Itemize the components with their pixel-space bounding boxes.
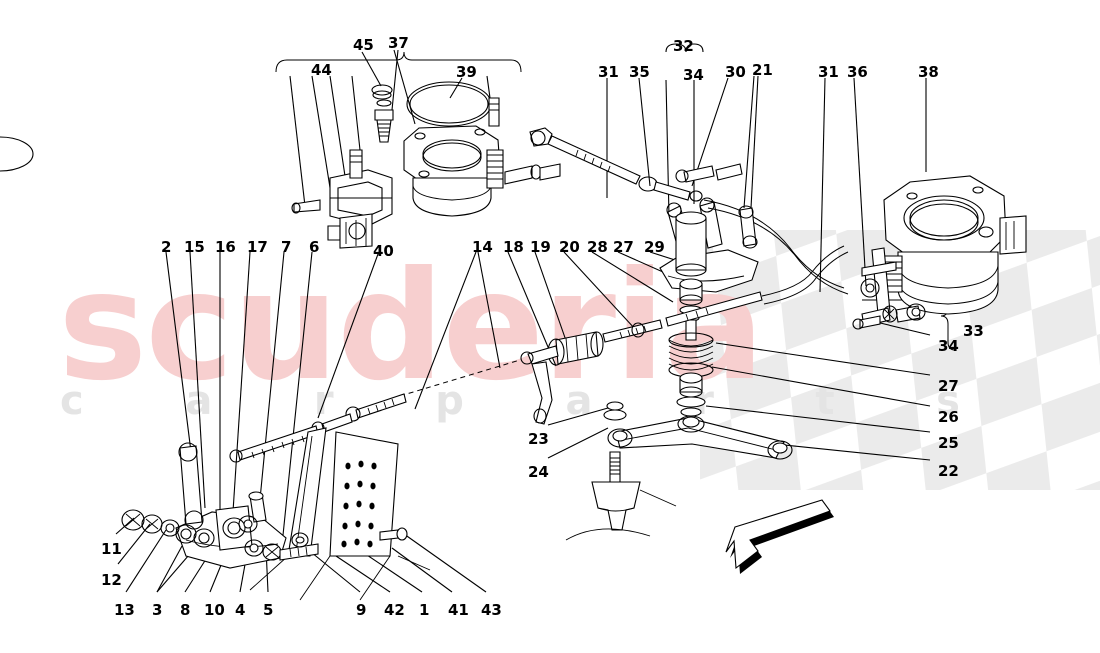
callout-23: 23 — [528, 430, 549, 448]
callout-29: 29 — [644, 238, 665, 256]
left-throttle-body-assembly — [0, 81, 561, 249]
leader-lines-top-left — [289, 49, 494, 207]
callout-18: 18 — [503, 238, 524, 256]
upper-right-linkage — [675, 163, 849, 295]
callout-16: 16 — [215, 238, 236, 256]
callout-5: 5 — [263, 601, 274, 619]
callout-8: 8 — [180, 601, 191, 619]
callout-30: 30 — [725, 63, 746, 81]
callout-36: 36 — [847, 63, 868, 81]
callout-9: 9 — [356, 601, 367, 619]
callout-21: 21 — [752, 61, 773, 79]
front-of-vehicle-arrow — [725, 499, 834, 574]
callout-25: 25 — [938, 434, 959, 452]
callout-24: 24 — [528, 463, 549, 481]
callout-27-right: 27 — [938, 377, 959, 395]
callout-17: 17 — [247, 238, 268, 256]
callout-42: 42 — [384, 601, 405, 619]
main-control-rod — [229, 245, 849, 463]
callout-43: 43 — [481, 601, 502, 619]
leader-lines-middle-center — [414, 251, 701, 410]
callout-40: 40 — [373, 242, 394, 260]
callout-41: 41 — [448, 601, 469, 619]
callout-15: 15 — [184, 238, 205, 256]
callout-3: 3 — [152, 601, 163, 619]
callout-13: 13 — [114, 601, 135, 619]
callout-34-right: 34 — [938, 337, 959, 355]
callout-20: 20 — [559, 238, 580, 256]
callout-39: 39 — [456, 63, 477, 81]
callout-33: 33 — [963, 322, 984, 340]
callout-37: 37 — [388, 34, 409, 52]
callout-10: 10 — [204, 601, 225, 619]
leader-lines-middle-left — [165, 251, 379, 546]
callout-31-right: 31 — [818, 63, 839, 81]
callout-44: 44 — [311, 61, 332, 79]
callout-38: 38 — [918, 63, 939, 81]
callout-34-top: 34 — [683, 66, 704, 84]
pedal-perforations — [341, 460, 377, 548]
callout-45: 45 — [353, 36, 374, 54]
callout-27-top: 27 — [613, 238, 634, 256]
callout-35: 35 — [629, 63, 650, 81]
leader-lines-top-right — [606, 43, 927, 293]
callout-11: 11 — [101, 540, 122, 558]
leader-lines-lower-center — [547, 407, 609, 459]
callout-14: 14 — [472, 238, 493, 256]
callout-7: 7 — [281, 238, 292, 256]
right-throttle-body-assembly — [852, 175, 1027, 330]
callout-4: 4 — [235, 601, 246, 619]
accelerator-pedal-assembly — [121, 427, 431, 601]
callout-1: 1 — [419, 601, 430, 619]
callout-28: 28 — [587, 238, 608, 256]
callout-19: 19 — [530, 238, 551, 256]
callout-12: 12 — [101, 571, 122, 589]
callout-26: 26 — [938, 408, 959, 426]
assembly-group-brace — [275, 51, 522, 73]
callout-31-left: 31 — [598, 63, 619, 81]
callout-2: 2 — [161, 238, 172, 256]
callout-6: 6 — [309, 238, 320, 256]
callout-32: 32 — [673, 37, 694, 55]
upper-linkage-rod — [529, 127, 703, 202]
callout-22: 22 — [938, 462, 959, 480]
